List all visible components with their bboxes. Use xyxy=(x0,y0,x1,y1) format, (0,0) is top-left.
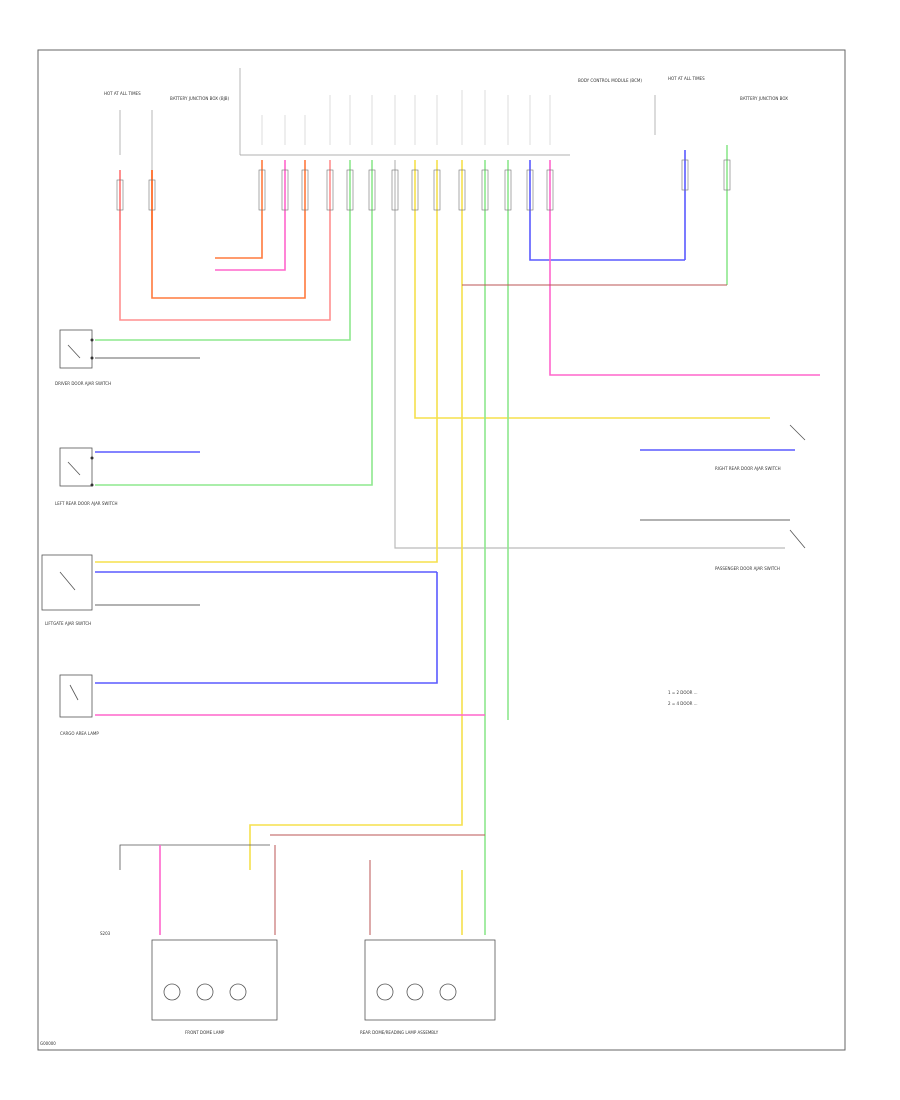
dome-section: S203 FRONT DOME LAMP REAR DOME/READING L… xyxy=(100,834,496,1035)
legend-item-1: 1 = 2 DOOR ... xyxy=(668,690,698,695)
cargo-lamp: CARGO AREA LAMP xyxy=(59,674,485,736)
splice-label: S203 xyxy=(100,931,111,936)
driver-door-label: DRIVER DOOR AJAR SWITCH xyxy=(55,381,111,386)
bcm-label: BODY CONTROL MODULE (BCM) xyxy=(578,78,642,83)
rr-door-label: RIGHT REAR DOOR AJAR SWITCH xyxy=(715,466,781,471)
bjb-right-label: BATTERY JUNCTION BOX xyxy=(740,96,788,101)
driver-door-switch: DRIVER DOOR AJAR SWITCH xyxy=(55,329,200,386)
passenger-door-switch: PASSENGER DOOR AJAR SWITCH xyxy=(640,519,806,571)
hot-at-all-times-label: HOT AT ALL TIMES xyxy=(104,91,141,96)
legend-item-2: 2 = 4 DOOR ... xyxy=(668,701,698,706)
legend: 1 = 2 DOOR ... 2 = 4 DOOR ... xyxy=(668,690,698,706)
bjb-label: BATTERY JUNCTION BOX (BJB) xyxy=(170,96,229,101)
left-rear-door-switch: LEFT REAR DOOR AJAR SWITCH xyxy=(55,447,200,506)
liftgate-switch: LIFTGATE AJAR SWITCH xyxy=(41,554,438,684)
rear-dome-label: REAR DOME/READING LAMP ASSEMBLY xyxy=(360,1030,439,1035)
hot-at-all-times-right: HOT AT ALL TIMES xyxy=(668,76,705,81)
pass-door-label: PASSENGER DOOR AJAR SWITCH xyxy=(715,566,780,571)
bcm-connectors xyxy=(258,169,554,211)
lr-door-label: LEFT REAR DOOR AJAR SWITCH xyxy=(55,501,118,506)
diagram-code: G00000 xyxy=(40,1041,56,1046)
top-left-feed: HOT AT ALL TIMES BATTERY JUNCTION BOX (B… xyxy=(104,91,229,230)
bcm-header: BODY CONTROL MODULE (BCM) xyxy=(239,68,642,156)
diagram-frame xyxy=(37,49,846,1051)
bcm-pin-wires xyxy=(95,160,820,870)
cargo-lamp-label: CARGO AREA LAMP xyxy=(60,731,99,736)
top-right-feed: HOT AT ALL TIMES BATTERY JUNCTION BOX xyxy=(654,76,788,285)
right-rear-door-switch: RIGHT REAR DOOR AJAR SWITCH xyxy=(640,424,806,471)
front-dome-label: FRONT DOME LAMP xyxy=(185,1030,225,1035)
liftgate-label: LIFTGATE AJAR SWITCH xyxy=(45,621,91,626)
